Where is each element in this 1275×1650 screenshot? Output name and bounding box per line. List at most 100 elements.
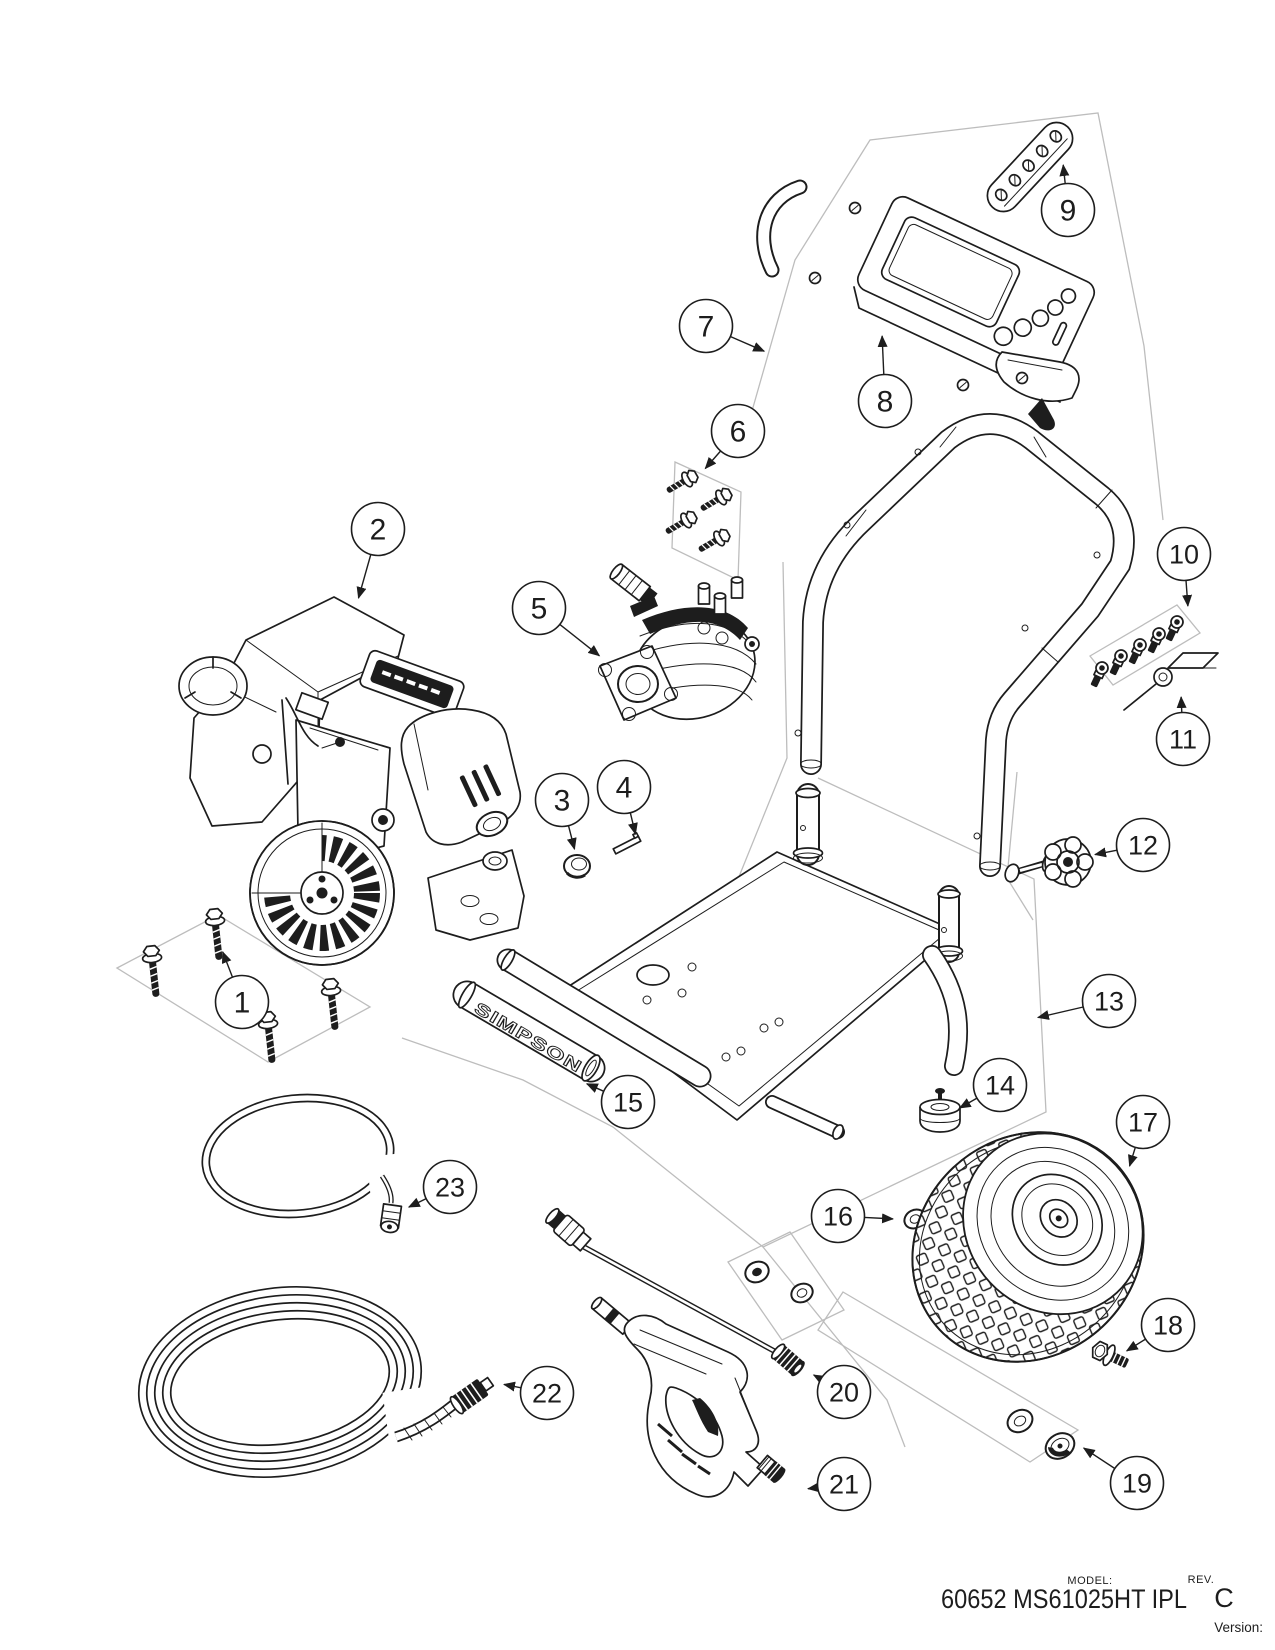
callout-number: 17 bbox=[1128, 1108, 1158, 1138]
callout-9: 9 bbox=[1040, 164, 1096, 238]
callout-8: 8 bbox=[857, 335, 913, 429]
callout-leader bbox=[1182, 580, 1193, 607]
callout-leader bbox=[864, 1213, 894, 1224]
callout-number: 15 bbox=[613, 1088, 643, 1118]
part-4-key bbox=[612, 832, 642, 855]
part-3-bushing bbox=[563, 854, 591, 879]
callout-bubble bbox=[1140, 1297, 1196, 1353]
callout-number: 10 bbox=[1169, 540, 1199, 570]
callout-number: 23 bbox=[435, 1173, 465, 1203]
callout-leader bbox=[730, 335, 766, 352]
callout-number: 11 bbox=[1169, 725, 1197, 755]
callout-3: 3 bbox=[534, 772, 590, 851]
callout-11: 11 bbox=[1155, 696, 1211, 767]
callout-19: 19 bbox=[1082, 1447, 1165, 1511]
callout-number: 12 bbox=[1128, 831, 1158, 861]
callout-bubble bbox=[350, 501, 406, 557]
callout-number: 14 bbox=[985, 1071, 1015, 1101]
callout-bubble bbox=[1040, 182, 1096, 238]
callout-number: 8 bbox=[877, 386, 894, 419]
callout-number: 7 bbox=[698, 311, 715, 344]
callout-15: 15 bbox=[585, 1074, 656, 1130]
callout-number: 5 bbox=[531, 593, 548, 626]
model-number: 60652 MS61025HT IPL bbox=[941, 1584, 1187, 1614]
callout-leader bbox=[812, 1374, 826, 1385]
part-23-thermal-tube bbox=[201, 1093, 413, 1234]
callout-17: 17 bbox=[1115, 1094, 1171, 1168]
callout-bubble bbox=[534, 772, 590, 828]
callout-21: 21 bbox=[807, 1456, 872, 1512]
callout-bubble bbox=[810, 1188, 866, 1244]
callout-bubble bbox=[1156, 526, 1212, 582]
model-label: MODEL: bbox=[1067, 1575, 1112, 1587]
part-5-pump bbox=[598, 563, 760, 721]
callout-bubble bbox=[1115, 1094, 1171, 1150]
callout-5: 5 bbox=[511, 580, 601, 657]
version-label: Version: bbox=[1214, 1620, 1263, 1635]
callout-number: 6 bbox=[730, 416, 747, 449]
part-7-handle bbox=[794, 413, 1135, 877]
callout-12: 12 bbox=[1094, 817, 1171, 873]
callout-number: 21 bbox=[829, 1470, 859, 1500]
part-17-wheel bbox=[865, 1084, 1191, 1410]
callout-leader bbox=[503, 1381, 522, 1392]
callout-4: 4 bbox=[596, 759, 652, 836]
callout-bubble bbox=[816, 1364, 872, 1420]
callout-18: 18 bbox=[1125, 1297, 1196, 1353]
callout-bubble bbox=[816, 1456, 872, 1512]
callout-leader bbox=[704, 450, 722, 470]
part-9-bracket bbox=[986, 121, 1074, 213]
callout-bubble bbox=[214, 974, 270, 1030]
callout-2: 2 bbox=[350, 501, 406, 600]
callout-leader bbox=[1082, 1447, 1116, 1470]
callout-14: 14 bbox=[958, 1057, 1028, 1113]
revision-label: REV. bbox=[1188, 1574, 1215, 1586]
callout-number: 19 bbox=[1122, 1469, 1152, 1499]
callout-number: 16 bbox=[823, 1202, 853, 1232]
callout-leader bbox=[407, 1197, 427, 1208]
callout-bubble bbox=[1109, 1455, 1165, 1511]
callout-leader bbox=[1125, 1338, 1146, 1352]
callout-number: 13 bbox=[1094, 987, 1124, 1017]
callout-leader bbox=[221, 950, 234, 978]
part-11-needle-tool bbox=[1123, 652, 1219, 711]
callout-leader bbox=[585, 1083, 605, 1093]
callout-leader bbox=[356, 554, 372, 600]
callout-number: 20 bbox=[829, 1378, 859, 1408]
part-8-panel bbox=[756, 179, 1096, 431]
part-18-axle-bolt bbox=[1091, 1340, 1129, 1368]
callout-leader bbox=[1128, 1147, 1138, 1168]
part-14-foot bbox=[919, 1088, 961, 1133]
callout-number: 9 bbox=[1060, 195, 1077, 228]
callout-6: 6 bbox=[704, 403, 766, 470]
callout-bubble bbox=[519, 1365, 575, 1421]
callout-number: 22 bbox=[532, 1379, 562, 1409]
callout-16: 16 bbox=[810, 1188, 894, 1244]
callout-number: 4 bbox=[616, 772, 633, 805]
callout-1: 1 bbox=[214, 950, 270, 1030]
callout-leader bbox=[566, 825, 577, 851]
callout-20: 20 bbox=[812, 1364, 872, 1420]
part-22-hose bbox=[137, 1285, 495, 1479]
callout-number: 18 bbox=[1153, 1311, 1183, 1341]
part-12-knob bbox=[1004, 836, 1094, 888]
callout-bubble bbox=[600, 1074, 656, 1130]
callout-bubble bbox=[1155, 711, 1211, 767]
callout-leader bbox=[958, 1097, 978, 1109]
callout-bubble bbox=[972, 1057, 1028, 1113]
callout-leader bbox=[1176, 696, 1187, 713]
callout-10: 10 bbox=[1156, 526, 1212, 607]
callout-bubble bbox=[596, 759, 652, 815]
callout-number: 1 bbox=[234, 987, 251, 1020]
callout-bubble bbox=[857, 373, 913, 429]
callout-leader bbox=[1059, 164, 1070, 184]
callout-leader bbox=[807, 1482, 820, 1493]
callout-bubble bbox=[678, 298, 734, 354]
callout-number: 2 bbox=[370, 514, 387, 547]
callout-bubble bbox=[511, 580, 567, 636]
callout-bubble bbox=[1081, 973, 1137, 1029]
callout-leader bbox=[877, 335, 888, 375]
